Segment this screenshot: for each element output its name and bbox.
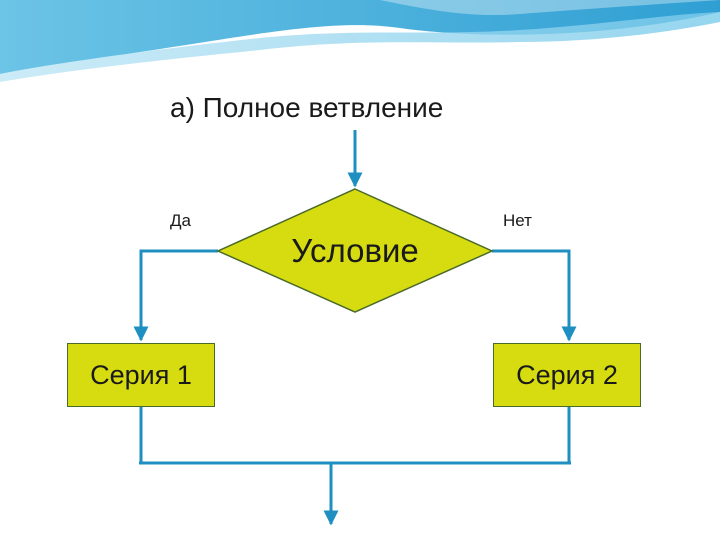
series-2-block: Серия 2 [493,343,641,407]
condition-diamond [216,188,494,313]
diagram-title: а) Полное ветвление [170,92,444,123]
series-1-label: Серия 1 [90,359,192,390]
header-wave [0,0,720,82]
no-branch-connector [492,249,577,342]
condition-label: Условие [291,232,419,269]
series-2-label: Серия 2 [516,359,618,390]
yes-branch-label: Да [170,211,191,230]
yes-branch-connector [133,249,218,342]
connector-lines [133,130,577,526]
series-1-block: Серия 1 [67,343,215,407]
no-branch-label: Нет [503,211,532,230]
